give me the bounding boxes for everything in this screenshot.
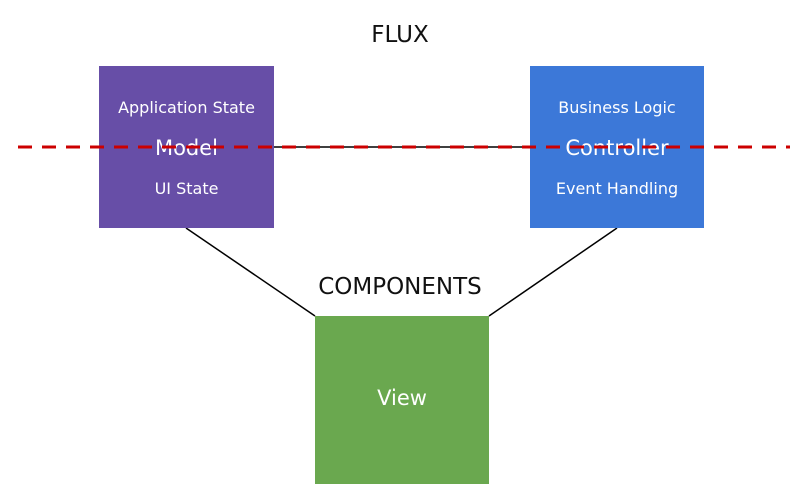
view-box: View (315, 316, 489, 484)
model-line-ui-state: UI State (154, 179, 219, 198)
controller-line-event-handling: Event Handling (555, 179, 679, 198)
view-title: View (377, 386, 427, 410)
model-line-application-state: Application State (118, 98, 255, 117)
controller-line-business-logic: Business Logic (558, 98, 676, 117)
components-heading: COMPONENTS (318, 274, 482, 300)
controller-box: Business Logic Controller Event Handling (530, 66, 704, 228)
controller-view-connector (488, 227, 618, 317)
flux-heading: FLUX (371, 22, 429, 48)
model-view-connector (185, 227, 316, 317)
